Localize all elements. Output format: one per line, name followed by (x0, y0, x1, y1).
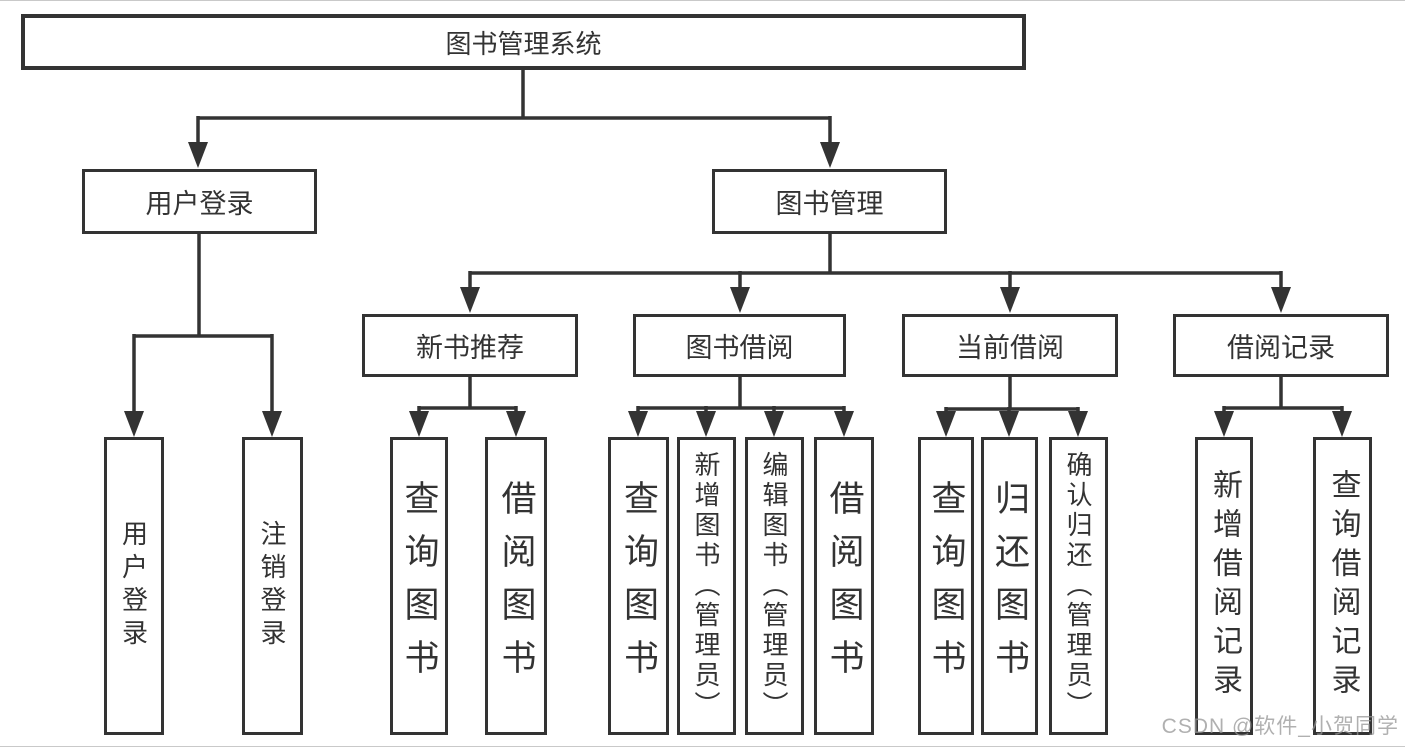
node-borrow-records-label: 借阅记录 (1227, 333, 1335, 363)
node-current-borrowing-label: 当前借阅 (956, 333, 1064, 363)
leaf-borrow-books-label: 借阅图书 (824, 480, 864, 692)
leaf-query-borrow-record-label: 查询借阅记录 (1326, 469, 1360, 703)
leaf-logout-label: 注销登录 (257, 520, 287, 652)
connector-root-to-level2 (188, 70, 840, 168)
leaf-user-login-label: 用户登录 (118, 520, 149, 652)
node-book-borrowing: 图书借阅 (633, 314, 846, 377)
node-user-login-module: 用户登录 (82, 169, 317, 234)
node-book-management-module: 图书管理 (712, 169, 947, 234)
leaf-add-book-admin-label: 新增图书（管理员） (691, 451, 721, 721)
leaf-borrowing-query-books: 查询图书 (608, 437, 669, 735)
connector-records-to-leaves (1214, 377, 1352, 437)
connector-borrowing-to-leaves (628, 377, 854, 437)
node-new-book-recommend: 新书推荐 (362, 314, 578, 377)
node-current-borrowing: 当前借阅 (902, 314, 1118, 377)
leaf-edit-book-admin: 编辑图书（管理员） (745, 437, 804, 735)
connector-current-to-leaves (936, 377, 1088, 437)
leaf-current-query-books: 查询图书 (918, 437, 974, 735)
leaf-borrow-books: 借阅图书 (814, 437, 874, 735)
leaf-newbook-borrow-books: 借阅图书 (485, 437, 547, 735)
connector-userlogin-to-leaves (124, 234, 282, 437)
leaf-newbook-query-books-label: 查询图书 (399, 480, 439, 692)
leaf-newbook-query-books: 查询图书 (390, 437, 448, 735)
node-book-borrowing-label: 图书借阅 (685, 333, 794, 363)
leaf-newbook-borrow-books-label: 借阅图书 (496, 480, 536, 692)
node-new-book-recommend-label: 新书推荐 (416, 333, 524, 363)
leaf-confirm-return-admin-label: 确认归还（管理员） (1063, 451, 1093, 721)
csdn-watermark: CSDN @软件_小贺同学 (1161, 715, 1399, 738)
node-user-login-module-label: 用户登录 (145, 189, 254, 219)
node-library-system-label: 图书管理系统 (445, 28, 602, 59)
leaf-user-login: 用户登录 (104, 437, 164, 735)
node-book-management-module-label: 图书管理 (775, 189, 884, 219)
leaf-add-book-admin: 新增图书（管理员） (677, 437, 736, 735)
leaf-edit-book-admin-label: 编辑图书（管理员） (759, 451, 789, 721)
leaf-return-books: 归还图书 (981, 437, 1038, 735)
leaf-add-borrow-record-label: 新增借阅记录 (1208, 469, 1241, 703)
node-library-system: 图书管理系统 (21, 14, 1026, 70)
leaf-add-borrow-record: 新增借阅记录 (1195, 437, 1253, 735)
leaf-confirm-return-admin: 确认归还（管理员） (1049, 437, 1108, 735)
node-borrow-records: 借阅记录 (1173, 314, 1389, 377)
leaf-logout: 注销登录 (242, 437, 303, 735)
leaf-current-query-books-label: 查询图书 (926, 480, 966, 692)
leaf-borrowing-query-books-label: 查询图书 (619, 480, 658, 692)
leaf-query-borrow-record: 查询借阅记录 (1313, 437, 1372, 735)
connector-bookmgmt-to-level3 (460, 234, 1291, 313)
connector-newbooks-to-leaves (409, 377, 526, 437)
leaf-return-books-label: 归还图书 (990, 480, 1029, 692)
